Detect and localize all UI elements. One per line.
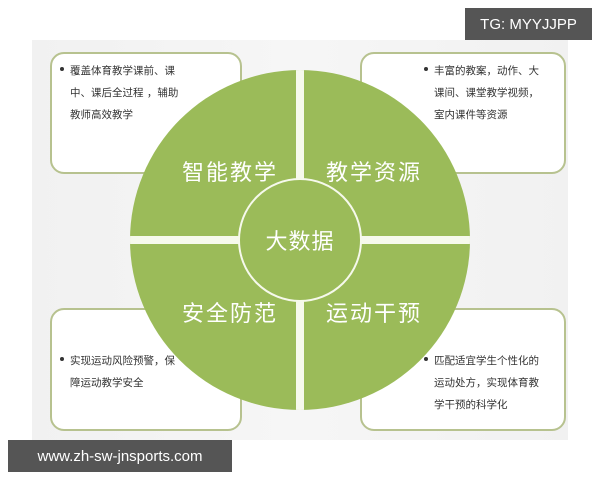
quadrant-wheel: 智能教学 教学资源 安全防范 运动干预 大数据 [130, 70, 470, 410]
description-line: 障运动教学安全 [70, 377, 144, 389]
description-text: 实现运动风险预警，保 障运动教学安全 [60, 350, 210, 394]
center-label: 大数据 [265, 230, 335, 255]
center-hub: 大数据 [238, 178, 362, 302]
description-text: 覆盖体育教学课前、课 中、课后全过程 ，辅助 教师高效教学 [60, 60, 210, 126]
quadrant-label-teaching-resources: 教学资源 [326, 161, 423, 186]
description-line: 学干预的科学化 [434, 399, 508, 411]
description-line: 运动处方，实现体育教 [434, 377, 539, 389]
quadrant-label-safety: 安全防范 [182, 302, 279, 327]
bullet-icon [424, 357, 428, 361]
bullet-icon [60, 67, 64, 71]
description-line: 中、课后全过程 ，辅助 [70, 87, 179, 99]
quadrant-label-exercise-intervention: 运动干预 [326, 302, 423, 327]
description-line: 教师高效教学 [70, 109, 133, 121]
description-line: 课间、课堂教学视频， [434, 87, 539, 99]
description-line: 实现运动风险预警，保 [70, 355, 175, 367]
description-line: 匹配适宜学生个性化的 [434, 355, 539, 367]
bullet-icon [60, 357, 64, 361]
description-line: 覆盖体育教学课前、课 [70, 65, 175, 77]
description-line: 室内课件等资源 [434, 109, 508, 121]
description-line: 丰富的教案，动作、大 [434, 65, 539, 77]
description-text: 匹配适宜学生个性化的 运动处方，实现体育教 学干预的科学化 [424, 350, 558, 416]
description-text: 丰富的教案，动作、大 课间、课堂教学视频， 室内课件等资源 [424, 60, 554, 126]
watermark-telegram: TG: MYYJJPP [465, 8, 592, 40]
quadrant-label-smart-teaching: 智能教学 [182, 161, 279, 186]
bullet-icon [424, 67, 428, 71]
watermark-url: www.zh-sw-jnsports.com [8, 440, 232, 472]
